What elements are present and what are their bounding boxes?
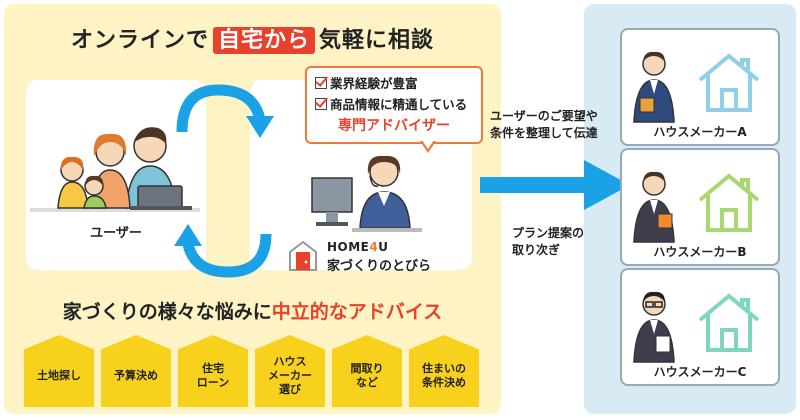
- topic-badge: ハウス メーカー 選び: [255, 335, 325, 407]
- house-maker-card: ハウスメーカーC: [620, 268, 780, 386]
- flow-bottom-text: プラン提案の 取り次ぎ: [512, 226, 585, 258]
- user-label: ユーザー: [90, 226, 142, 241]
- checkbox-icon: [315, 76, 327, 89]
- salesman-icon: [633, 291, 675, 363]
- brand-en-pre: HOME: [327, 240, 370, 254]
- family-illustration: [30, 127, 200, 212]
- callout-item-text: 商品情報に精通している: [330, 97, 468, 112]
- house-outline-icon: [698, 53, 760, 112]
- headline-highlight: 自宅から: [212, 27, 315, 54]
- callout-item-text: 業界経験が豊富: [330, 76, 418, 91]
- headline-pre: オンラインで: [70, 28, 209, 53]
- topic-badge: 土地探し: [24, 335, 94, 407]
- house-outline-icon: [698, 293, 760, 352]
- headline: オンラインで自宅から気軽に相談: [0, 22, 505, 54]
- salesman-icon: [633, 171, 675, 243]
- advisor-callout: 業界経験が豊富 商品情報に精通している 専門アドバイザー: [305, 66, 483, 144]
- topic-badge: 住まいの 条件決め: [409, 335, 479, 407]
- brand-name: 家づくりのとびら: [327, 259, 432, 274]
- house-maker-label: ハウスメーカーC: [653, 365, 747, 379]
- brand-en-four: 4: [369, 240, 379, 254]
- house-maker-card: ハウスメーカーA: [620, 28, 780, 146]
- salesman-icon: [633, 51, 675, 123]
- callout-item: 商品情報に精通している: [315, 93, 473, 114]
- checkbox-icon: [315, 97, 327, 110]
- house-maker-card: ハウスメーカーB: [620, 148, 780, 266]
- door-logo-icon: [289, 240, 317, 271]
- topic-badge: 住宅 ローン: [178, 335, 248, 407]
- subhead-highlight: 中立的なアドバイス: [271, 301, 443, 323]
- house-maker-label: ハウスメーカーB: [653, 245, 747, 259]
- topic-badge: 予算決め: [101, 335, 171, 407]
- callout-item: 業界経験が豊富: [315, 72, 473, 93]
- advisor-illustration: [311, 155, 422, 232]
- subhead-pre: 家づくりの様々な悩みに: [62, 301, 272, 323]
- subheadline: 家づくりの様々な悩みに中立的なアドバイス: [0, 297, 505, 324]
- headline-post: 気軽に相談: [319, 28, 435, 53]
- brand-en-post: U: [378, 240, 389, 254]
- flow-top-text: ユーザーのご要望や 条件を整理して伝達: [490, 109, 598, 141]
- brand-logo-text: HOME4U: [327, 240, 389, 254]
- house-maker-label: ハウスメーカーA: [653, 125, 747, 139]
- big-right-arrow: [480, 160, 630, 210]
- cycle-arrows: [174, 84, 274, 278]
- callout-title: 専門アドバイザー: [338, 118, 450, 134]
- topic-badge: 間取り など: [332, 335, 402, 407]
- house-outline-icon: [698, 173, 760, 232]
